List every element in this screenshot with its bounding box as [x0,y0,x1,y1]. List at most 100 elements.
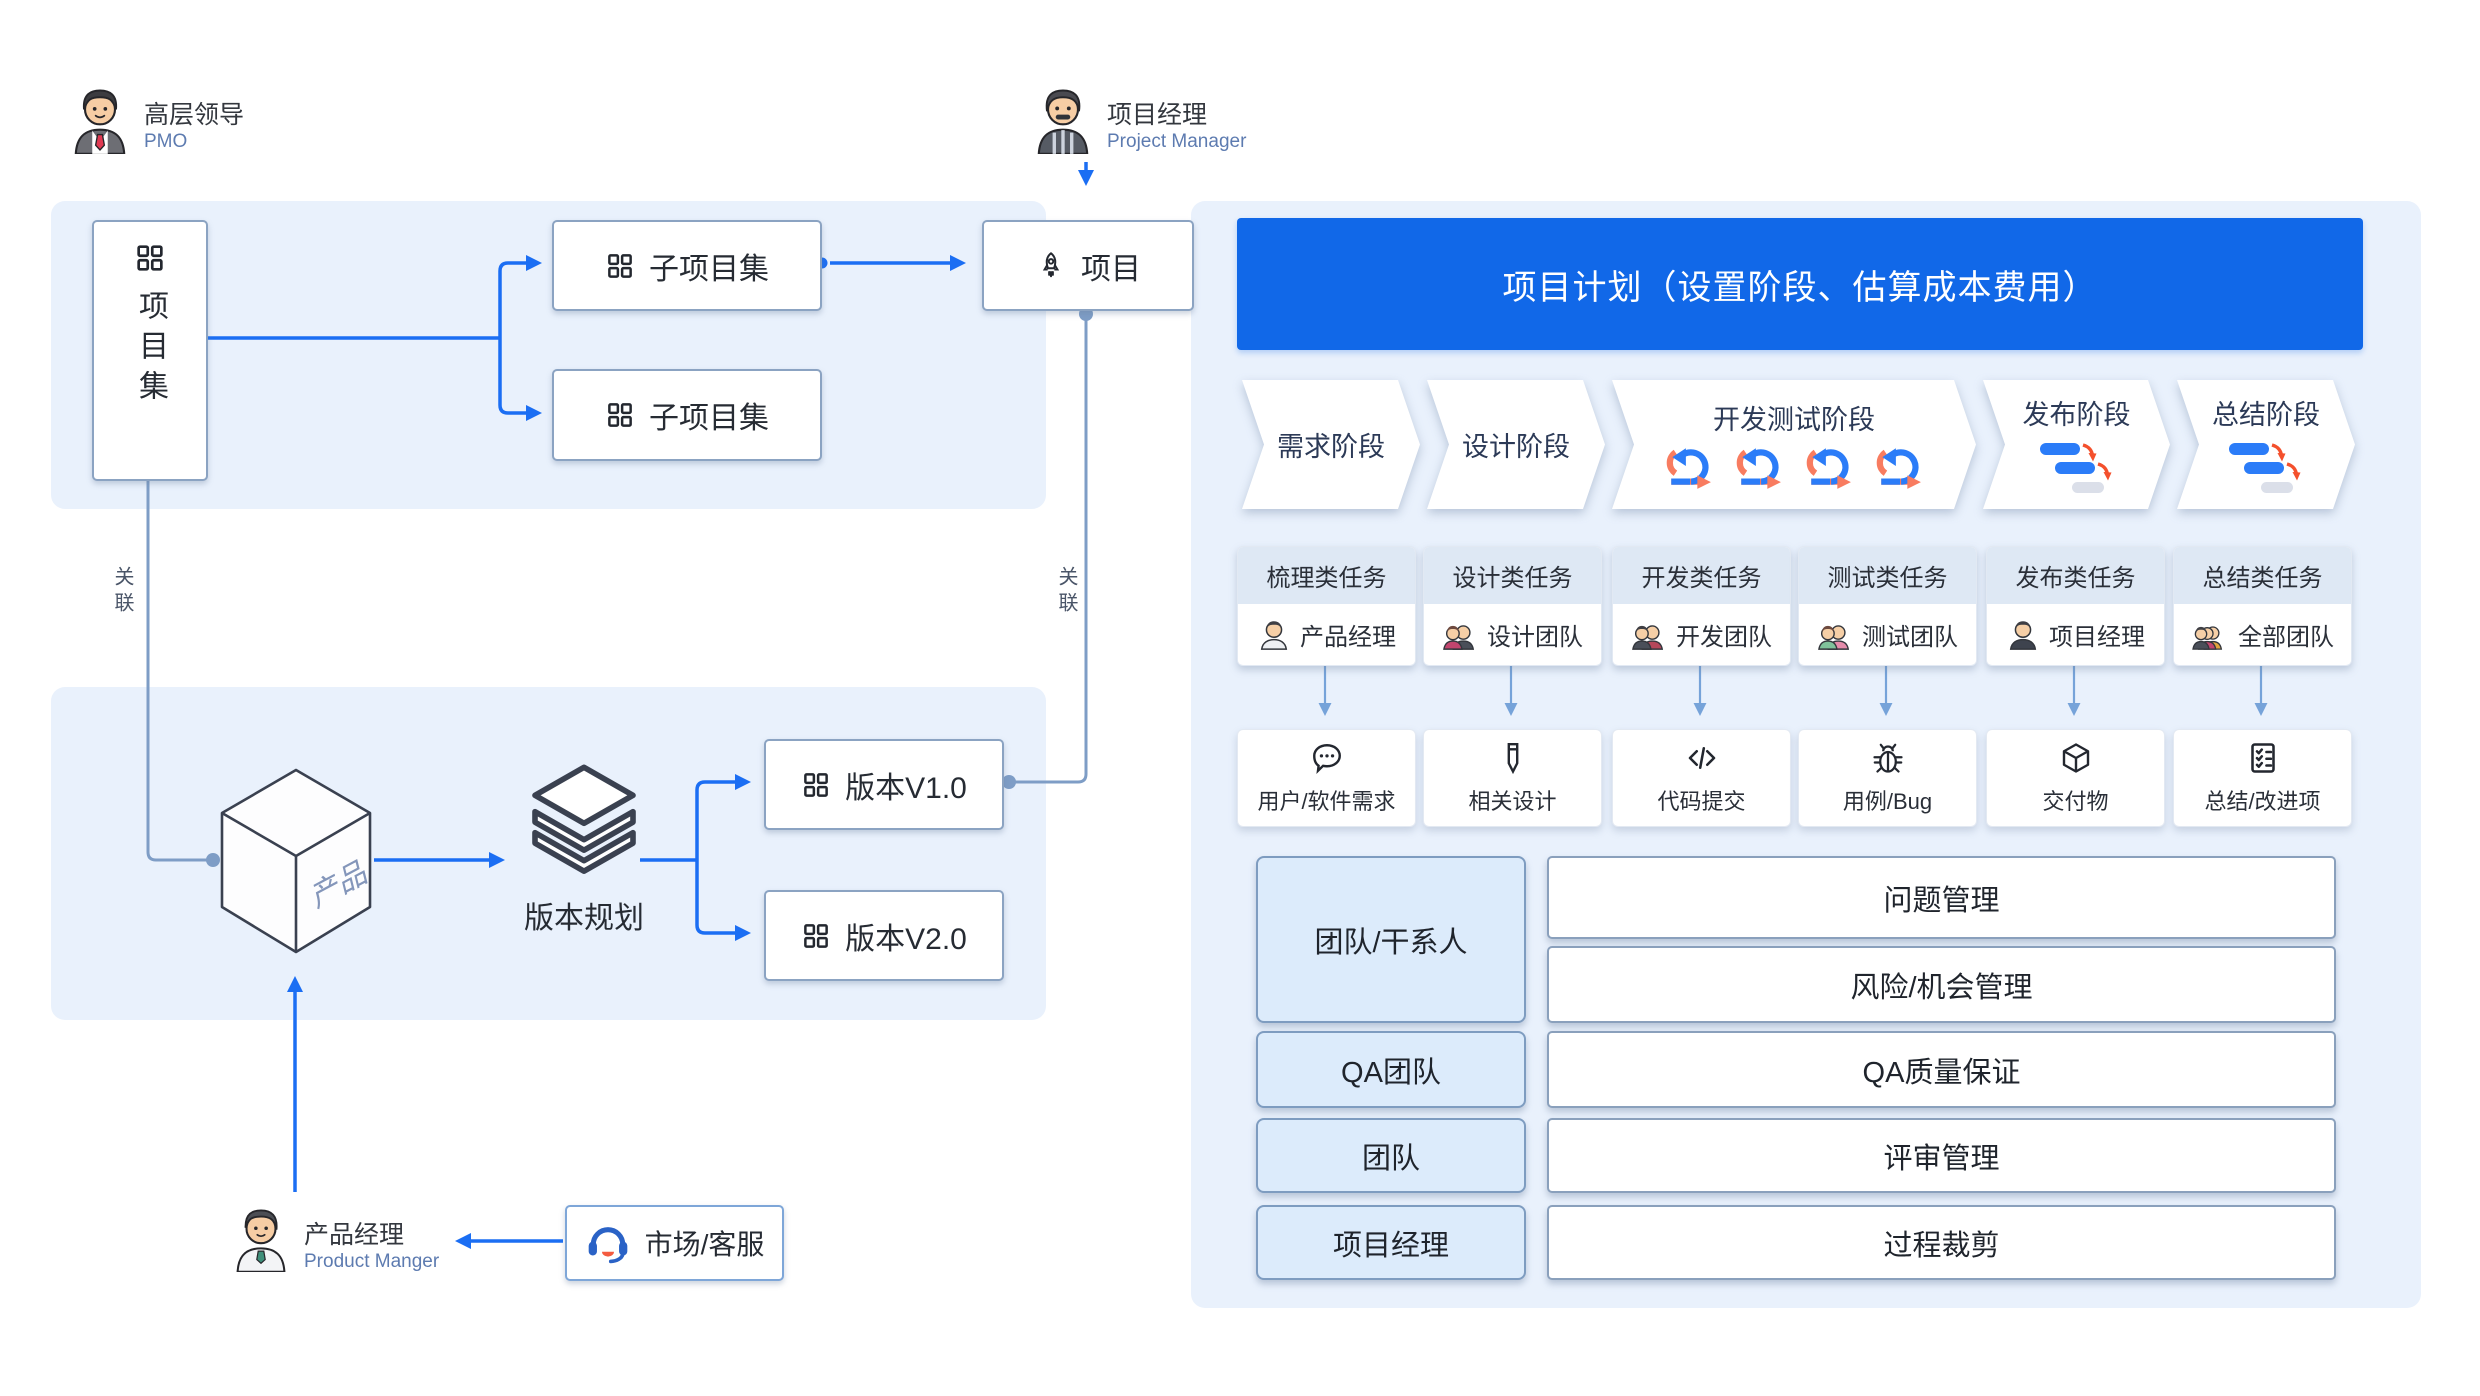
task-card-title: 设计类任务 [1424,547,1601,604]
task-card-owner: 开发团队 [1676,623,1772,651]
three-people-avatar-icon [2191,617,2229,651]
gov-activity-qa: QA质量保证 [1547,1031,2336,1108]
task-card-release: 发布类任务 项目经理 [1986,546,2165,666]
node-subprogram-2: 子项目集 [552,369,822,461]
artifact-requirements: 用户/软件需求 [1237,729,1416,827]
node-market-support: 市场/客服 [565,1205,784,1281]
single-person-avatar-icon [2006,617,2040,651]
relation-label-right: 关联 [1055,566,1077,618]
gov-activity-review: 评审管理 [1547,1118,2336,1193]
artifact-label: 相关设计 [1468,789,1557,814]
task-card-title: 开发类任务 [1613,547,1790,604]
task-card-title: 测试类任务 [1799,547,1976,604]
leader-avatar-icon [70,86,130,154]
node-label: 子项目集 [649,252,769,286]
two-people-avatar-icon [1817,617,1853,651]
task-card-owner: 项目经理 [2049,623,2145,651]
two-people-avatar-icon [1631,617,1667,651]
node-label: 版本V1.0 [845,771,967,805]
program-panel [51,201,1046,509]
phase-label: 开发测试阶段 [1713,405,1875,435]
phase-design: 设计阶段 [1427,380,1605,509]
node-label: 版本V2.0 [845,922,967,956]
persona-name: 产品经理 [304,1221,405,1249]
gov-activity-label: 评审管理 [1883,1142,2000,1175]
gov-activity-tailoring: 过程裁剪 [1547,1205,2336,1280]
pencil-icon [1495,740,1531,776]
gov-owner-label: 团队/干系人 [1314,926,1468,959]
checklist-icon [2245,740,2281,776]
phase-requirement: 需求阶段 [1242,380,1420,509]
task-card-title: 发布类任务 [1987,547,2164,604]
artifact-label: 交付物 [2042,789,2109,814]
phase-label: 总结阶段 [2212,400,2320,430]
gov-owner-qa-team: QA团队 [1256,1031,1526,1108]
task-card-owner: 产品经理 [1300,623,1396,651]
phase-label: 发布阶段 [2022,400,2131,430]
node-label: 项目集 [134,290,167,410]
phase-label: 设计阶段 [1462,432,1570,462]
node-version-v1: 版本V1.0 [764,739,1004,830]
task-card-dev: 开发类任务 开发团队 [1612,546,1791,666]
persona-name: 项目经理 [1107,101,1208,129]
task-card-groom: 梳理类任务 产品经理 [1237,546,1416,666]
code-icon [1684,740,1720,776]
persona-name: 高层领导 [144,101,245,129]
phase-release: 发布阶段 [1983,380,2170,509]
persona-pmo: 高层领导 PMO [70,86,244,154]
artifact-label: 总结/改进项 [2204,789,2321,814]
task-card-test: 测试类任务 测试团队 [1798,546,1977,666]
gov-owner-stakeholders: 团队/干系人 [1256,856,1526,1023]
relation-label-left: 关联 [111,566,133,618]
task-card-title: 梳理类任务 [1238,547,1415,604]
persona-role: PMO [144,131,188,153]
node-version-v2: 版本V2.0 [764,890,1004,981]
phase-dev-test: 开发测试阶段 [1612,380,1976,509]
task-card-owner: 全部团队 [2238,623,2334,651]
rocket-icon [1035,250,1067,282]
gov-activity-label: 问题管理 [1883,884,2000,917]
node-label: 子项目集 [649,402,769,435]
gov-activity-issues: 问题管理 [1547,856,2336,939]
phase-label: 需求阶段 [1277,432,1385,462]
headset-icon [585,1222,631,1265]
gantt-icon [2038,440,2116,496]
phase-summary: 总结阶段 [2177,380,2355,509]
project-manager-avatar-icon [1033,86,1093,154]
sprint-cycles-icon [1661,443,1927,491]
bug-icon [1870,740,1906,776]
task-card-design: 设计类任务 设计团队 [1423,546,1602,666]
artifact-label: 代码提交 [1657,789,1746,814]
gov-owner-label: 团队 [1361,1142,1420,1175]
plan-header: 项目计划（设置阶段、估算成本费用） [1237,218,2363,350]
artifact-bug: 用例/Bug [1798,729,1977,827]
node-label: 市场/客服 [644,1229,765,1260]
gov-owner-pm: 项目经理 [1256,1205,1526,1280]
gantt-icon [2227,440,2305,496]
node-program: 项目集 [92,220,208,481]
persona-role: Product Manger [304,1251,440,1273]
node-subprogram-1: 子项目集 [552,220,822,311]
version-planning-label: 版本规划 [524,902,644,935]
gov-activity-label: QA质量保证 [1862,1056,2021,1089]
grid-icon [801,921,831,951]
speech-bubble-icon [1309,740,1345,776]
product-manager-avatar-icon [232,1206,290,1272]
artifact-improvements: 总结/改进项 [2173,729,2352,827]
grid-icon [134,242,166,274]
grid-icon [605,400,635,430]
task-card-title: 总结类任务 [2174,547,2351,604]
artifact-label: 用例/Bug [1842,789,1933,814]
task-card-summary: 总结类任务 全部团队 [2173,546,2352,666]
artifact-label: 用户/软件需求 [1257,789,1396,814]
package-icon [2058,740,2094,776]
persona-product-manager: 产品经理 Product Manger [232,1206,439,1274]
gov-activity-label: 过程裁剪 [1883,1229,2000,1262]
grid-icon [605,251,635,281]
gov-activity-label: 风险/机会管理 [1850,971,2033,1004]
gov-owner-label: QA团队 [1341,1056,1441,1089]
task-card-owner: 测试团队 [1862,623,1958,651]
gov-owner-team: 团队 [1256,1118,1526,1193]
artifact-code: 代码提交 [1612,729,1791,827]
